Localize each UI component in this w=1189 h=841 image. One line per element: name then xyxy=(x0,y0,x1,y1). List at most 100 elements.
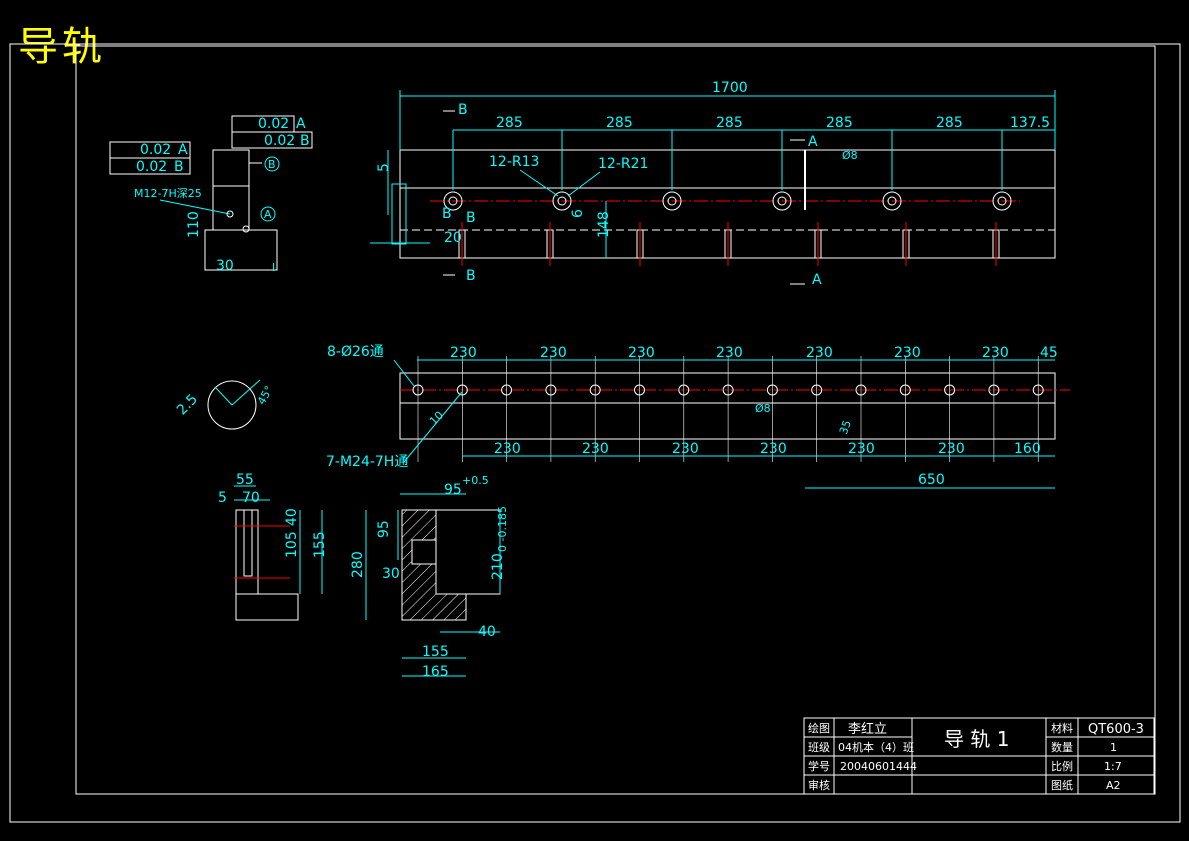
small-70: 70 xyxy=(242,490,260,506)
label-8-d26: 8-Ø26通 xyxy=(327,344,384,360)
front-top-spacing: 45 xyxy=(1040,345,1058,361)
front-bottom-spacing: 230 xyxy=(494,441,521,457)
top-hole-inner xyxy=(448,196,458,206)
tb-qty-value: 1 xyxy=(1110,741,1117,754)
top-view-slots xyxy=(458,222,1000,266)
section-mark-a-top: A xyxy=(808,134,818,150)
large-210-tol: 0 -0.185 xyxy=(496,506,509,552)
dim-5: 5 xyxy=(376,163,392,172)
small-105: 105 xyxy=(284,531,300,558)
top-hole-inner xyxy=(777,196,787,206)
top-spacing-label: 285 xyxy=(606,115,633,131)
small-155: 155 xyxy=(312,531,328,558)
large-tol: +0.5 xyxy=(462,474,489,487)
large-165: 165 xyxy=(422,664,449,680)
top-hole-inner xyxy=(997,196,1007,206)
tol-2-ref: B xyxy=(300,133,310,149)
top-view-holes xyxy=(443,130,1012,211)
datum-b: B xyxy=(268,158,276,171)
front-top-spacing: 230 xyxy=(982,345,1009,361)
large-210: 210 xyxy=(490,553,506,580)
title-block: 绘图 李红立 班级 04机本（4）班 学号 20040601444 审核 导 轨… xyxy=(803,717,1155,795)
detail-circle: 2.5 45° xyxy=(174,379,276,430)
detail-45: 45° xyxy=(255,384,276,407)
tb-r2-label: 班级 xyxy=(808,741,830,754)
large-40: 40 xyxy=(478,624,496,640)
drawing-title: 导轨 xyxy=(18,24,106,70)
top-hole-inner xyxy=(557,196,567,206)
top-hole-outer xyxy=(443,191,463,211)
section-mark-a-bottom: A xyxy=(812,272,822,288)
dim-20: 20 xyxy=(444,230,462,246)
dim-650: 650 xyxy=(918,472,945,488)
large-30: 30 xyxy=(382,566,400,582)
outer-border xyxy=(9,43,1181,823)
top-spacing-label: 137.5 xyxy=(1010,115,1050,131)
tb-mat-label: 材料 xyxy=(1051,721,1073,735)
angle-10: 10 xyxy=(427,409,446,428)
section-mark-b-mid: B xyxy=(442,206,452,222)
datum-a: A xyxy=(264,208,272,221)
front-view-holes xyxy=(412,356,1044,462)
front-top-spacing: 230 xyxy=(806,345,833,361)
large-280: 280 xyxy=(350,551,366,578)
tol-3: 0.02 xyxy=(140,142,171,158)
label-12-r13: 12-R13 xyxy=(489,154,539,170)
top-spacing-label: 285 xyxy=(936,115,963,131)
dim-1700: 1700 xyxy=(712,80,748,96)
top-hole-outer xyxy=(772,191,792,211)
front-bottom-spacing: 230 xyxy=(672,441,699,457)
detail-2-5: 2.5 xyxy=(174,391,201,418)
front-top-spacing: 230 xyxy=(894,345,921,361)
mark-i: I xyxy=(272,261,275,274)
front-top-spacing: 230 xyxy=(628,345,655,361)
front-top-spacing: 230 xyxy=(450,345,477,361)
tol-2: 0.02 xyxy=(264,133,295,149)
top-spacing-label: 285 xyxy=(716,115,743,131)
section-mark-b-bottom: B xyxy=(466,268,476,284)
dim-110: 110 xyxy=(186,211,202,238)
top-hole-outer xyxy=(662,191,682,211)
top-hole-outer xyxy=(552,191,572,211)
label-12-r21: 12-R21 xyxy=(598,156,648,172)
tb-r3-label: 学号 xyxy=(808,759,830,773)
dim-30: 30 xyxy=(216,258,234,274)
label-d8-front: Ø8 xyxy=(755,402,771,415)
dim-6: 6 xyxy=(570,209,586,218)
tol-4-ref: B xyxy=(174,159,184,175)
large-155: 155 xyxy=(422,644,449,660)
label-7-m24: 7-M24-7H通 xyxy=(326,454,408,470)
tb-r1-value: 李红立 xyxy=(848,721,887,737)
tb-qty-label: 数量 xyxy=(1051,741,1073,754)
section-large: 95 +0.5 95 280 30 210 0 -0.185 40 155 16… xyxy=(350,474,509,680)
top-hole-inner xyxy=(887,196,897,206)
tb-r1-label: 绘图 xyxy=(808,721,830,735)
top-hole-outer xyxy=(882,191,902,211)
label-d8-top: Ø8 xyxy=(842,149,858,162)
small-5: 5 xyxy=(218,490,227,506)
front-bottom-spacing: 160 xyxy=(1014,441,1041,457)
front-top-spacing: 230 xyxy=(716,345,743,361)
tol-4: 0.02 xyxy=(136,159,167,175)
tol-1: 0.02 xyxy=(258,116,289,132)
top-hole-inner xyxy=(667,196,677,206)
tb-r4-label: 审核 xyxy=(808,778,830,792)
front-bottom-spacing: 230 xyxy=(760,441,787,457)
front-top-spacing: 230 xyxy=(540,345,567,361)
tb-r3-value: 20040601444 xyxy=(840,760,917,773)
tol-3-ref: A xyxy=(178,142,188,158)
small-55: 55 xyxy=(236,472,254,488)
small-40: 40 xyxy=(284,508,300,526)
section-mark-b-mid2: B xyxy=(466,210,476,226)
tb-r2-value: 04机本（4）班 xyxy=(838,740,914,754)
tb-scale-label: 比例 xyxy=(1051,759,1073,773)
front-bottom-spacing: 230 xyxy=(848,441,875,457)
thread-spec: M12-7H深25 xyxy=(134,187,202,200)
top-spacing-label: 285 xyxy=(826,115,853,131)
front-bottom-spacing: 230 xyxy=(582,441,609,457)
tol-1-ref: A xyxy=(296,116,306,132)
section-mark-b-top: B xyxy=(458,102,468,118)
